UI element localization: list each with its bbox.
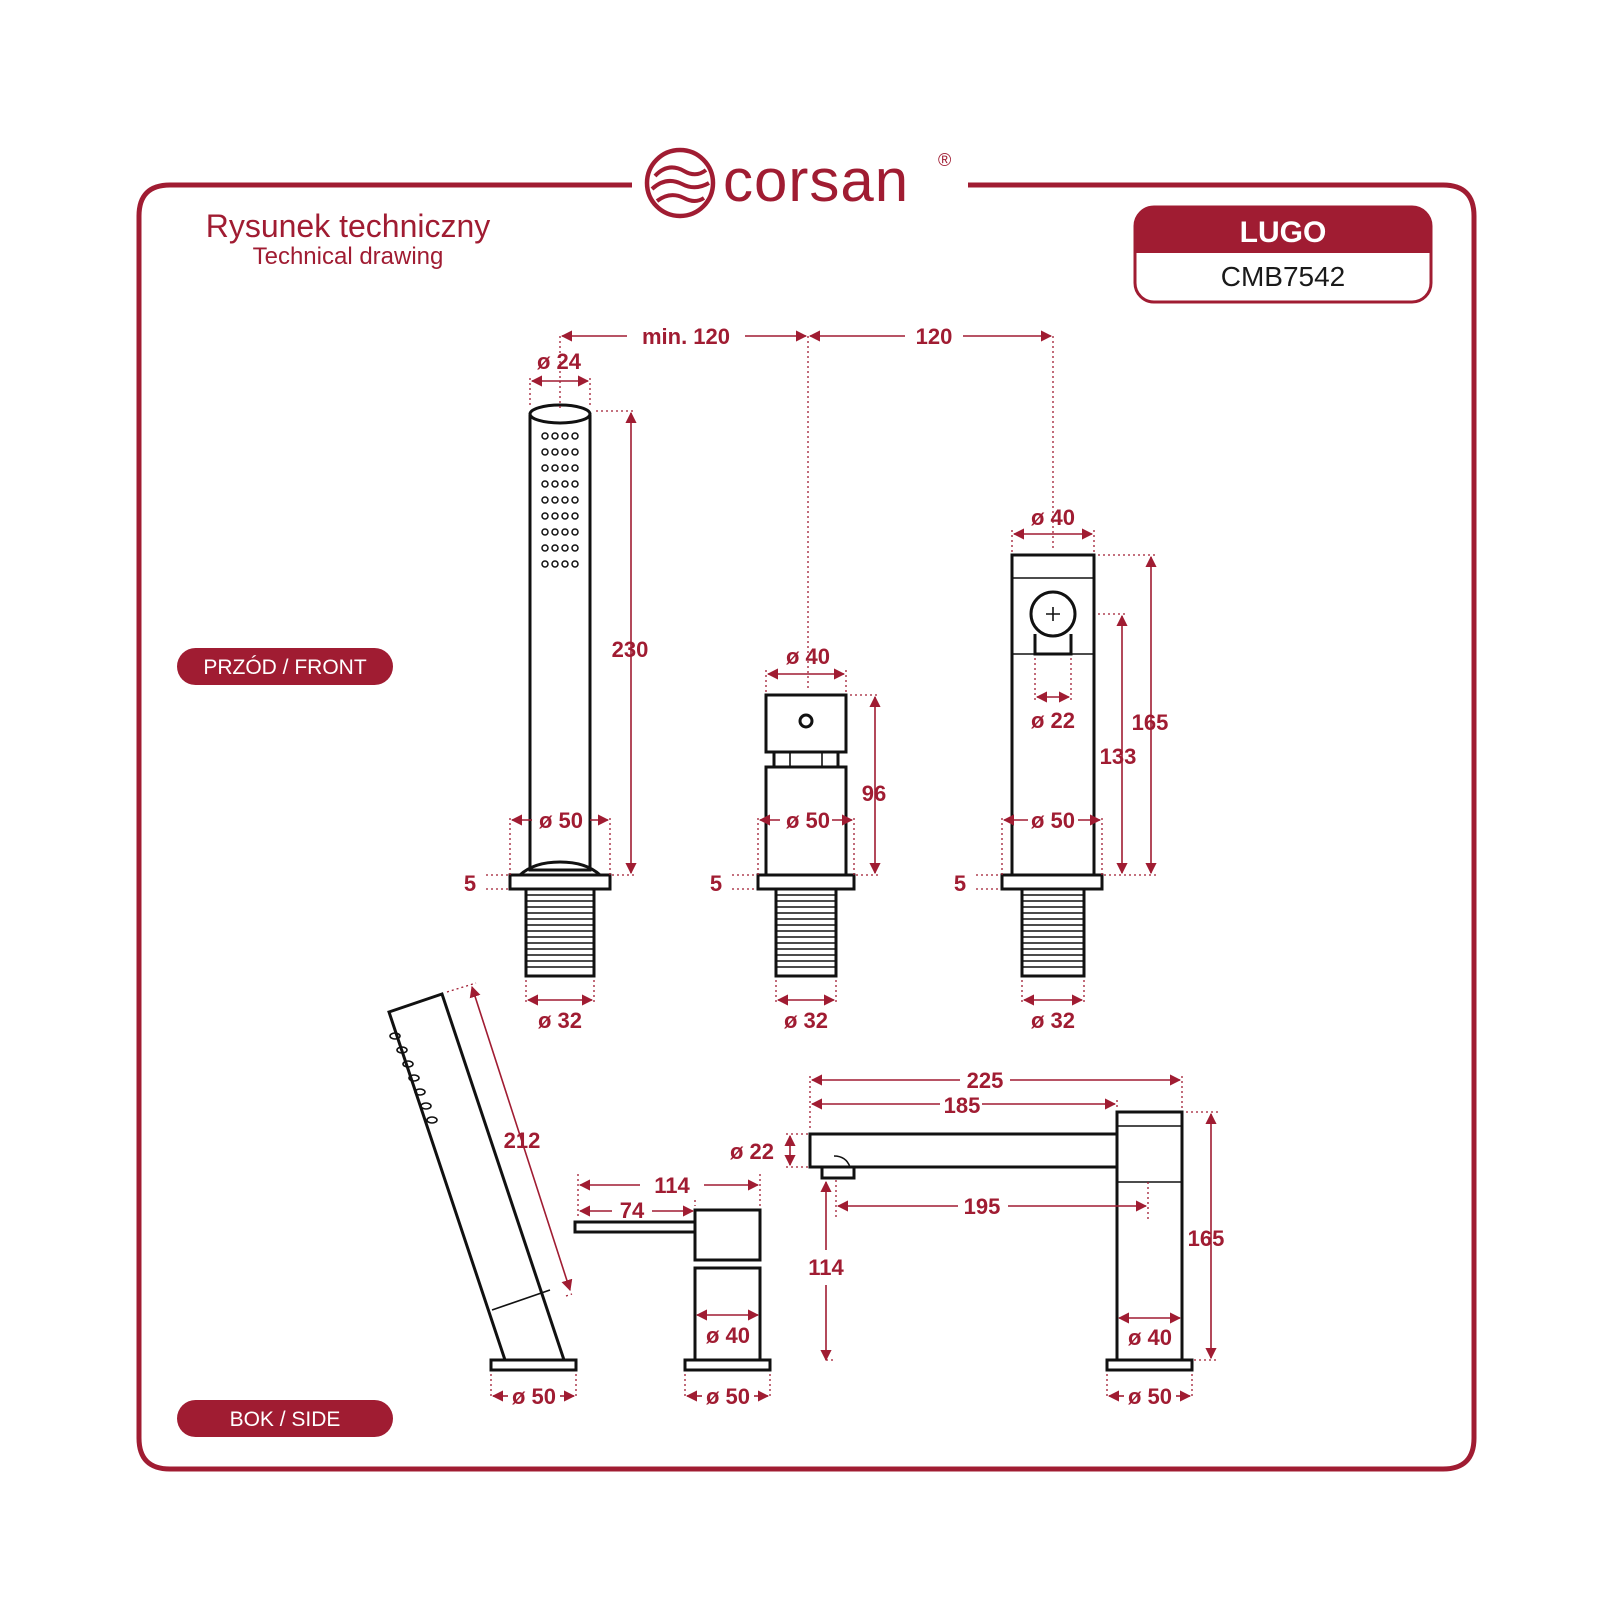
- front-diverter-valve: [756, 693, 856, 978]
- shower-top-dia-dim: ø 24: [537, 349, 582, 374]
- mixer-top-dia-dim: ø 40: [1031, 505, 1075, 530]
- side-valve-body-dia-dim: ø 40: [706, 1323, 750, 1348]
- valve-height-dim: 96: [862, 781, 886, 806]
- corsan-logo: corsan ®: [644, 147, 951, 219]
- front-hand-shower: [508, 403, 612, 978]
- side-spout-dia-dim: ø 22: [730, 1139, 774, 1164]
- model-box: LUGO CMB7542: [1133, 205, 1433, 304]
- spray-nozzles: [541, 432, 579, 568]
- side-spout-base-dim: ø 50: [1128, 1384, 1172, 1409]
- frame-border: [136, 182, 1477, 1472]
- side-shower-base-dim: ø 50: [512, 1384, 556, 1409]
- title-english: Technical drawing: [253, 243, 444, 270]
- valve-base-dia-dim: ø 50: [786, 808, 830, 833]
- mixer-plate-dim: 5: [954, 871, 966, 896]
- spacing-right-dim: 120: [916, 324, 953, 349]
- side-diverter-valve: 114 74 ø 40 ø 50: [573, 1173, 772, 1409]
- mixer-base-dia-dim: ø 50: [1031, 808, 1075, 833]
- spacing-left-dim: min. 120: [642, 324, 730, 349]
- valve-thread-dia-dim: ø 32: [784, 1008, 828, 1033]
- side-spout-225-dim: 225: [967, 1068, 1004, 1093]
- side-shower-length-dim: 212: [504, 1128, 541, 1153]
- shower-base-dia-dim: ø 50: [539, 808, 583, 833]
- side-spray-nozzles: [389, 1032, 438, 1124]
- mixer-knob-dia-dim: ø 22: [1031, 708, 1075, 733]
- svg-text:PRZÓD / FRONT: PRZÓD / FRONT: [203, 656, 366, 679]
- front-dimensions: min. 120 120 ø 24 230 ø 50 5 ø 32 ø 40 9…: [464, 324, 1168, 1033]
- wave-logo-icon: [644, 147, 716, 219]
- mixer-thread-dia-dim: ø 32: [1031, 1008, 1075, 1033]
- valve-top-dia-dim: ø 40: [786, 644, 830, 669]
- brand-name: corsan: [723, 147, 909, 214]
- model-name: LUGO: [1240, 216, 1327, 249]
- side-valve-114-dim: 114: [654, 1173, 690, 1198]
- side-valve-74-dim: 74: [620, 1198, 645, 1223]
- front-mixer-body: [1000, 553, 1104, 978]
- svg-text:BOK / SIDE: BOK / SIDE: [230, 1408, 341, 1431]
- side-spout-body-dia-dim: ø 40: [1128, 1325, 1172, 1350]
- model-code: CMB7542: [1221, 261, 1346, 292]
- side-spout-165-dim: 165: [1188, 1226, 1225, 1251]
- shower-thread-dia-dim: ø 32: [538, 1008, 582, 1033]
- shower-plate-dim: 5: [464, 871, 476, 896]
- valve-plate-dim: 5: [710, 871, 722, 896]
- side-spout-185-dim: 185: [944, 1093, 981, 1118]
- registered-mark: ®: [938, 150, 951, 170]
- mixer-height-inner-dim: 133: [1100, 744, 1137, 769]
- shower-height-dim: 230: [612, 637, 649, 662]
- side-valve-base-dim: ø 50: [706, 1384, 750, 1409]
- side-spout-114-dim: 114: [808, 1255, 844, 1280]
- front-view-label: PRZÓD / FRONT: [177, 648, 393, 685]
- title-polish: Rysunek techniczny: [206, 208, 491, 244]
- side-spout-mixer: 225 185 ø 22 195 114 165 ø 40 ø 50: [730, 1068, 1224, 1409]
- mixer-height-total-dim: 165: [1132, 710, 1169, 735]
- side-hand-shower: 212 ø 50: [387, 982, 578, 1409]
- side-view-label: BOK / SIDE: [177, 1400, 393, 1437]
- side-spout-195-dim: 195: [964, 1194, 1001, 1219]
